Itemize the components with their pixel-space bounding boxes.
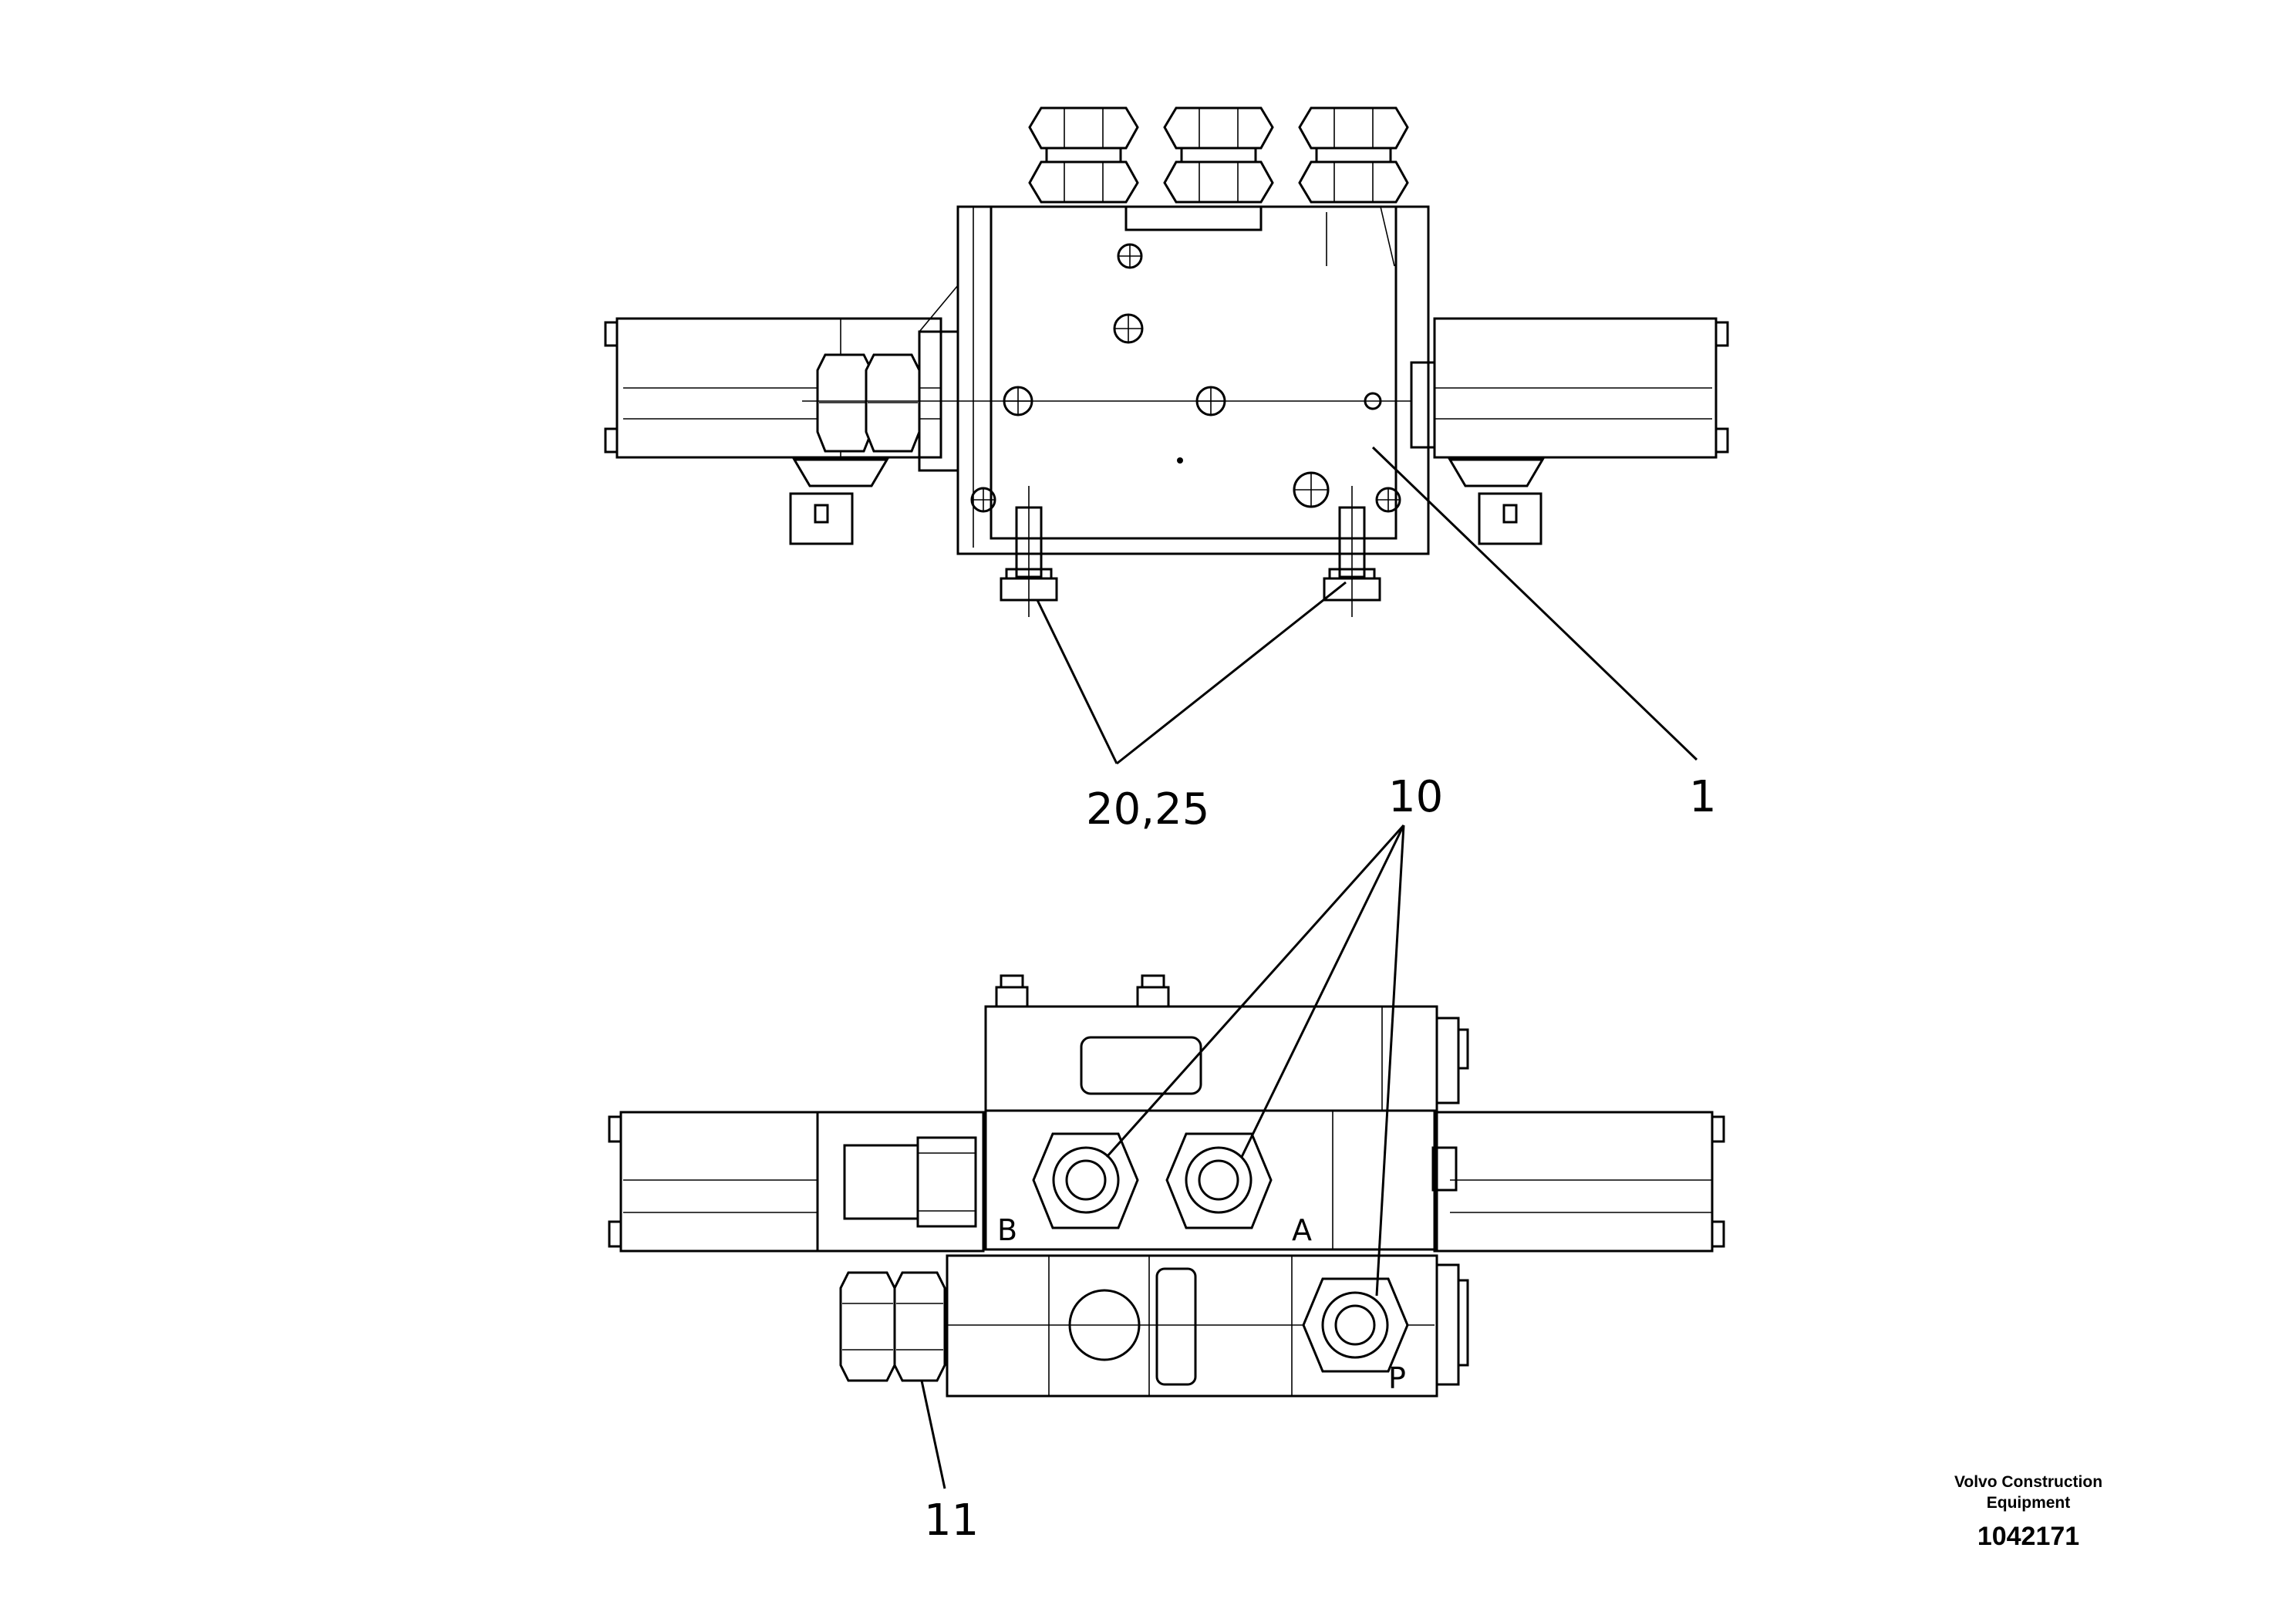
leader-1 — [1371, 446, 1698, 761]
leader-10-port-p — [1375, 824, 1405, 1297]
manufacturer-name-line2: Equipment — [1987, 1494, 2071, 1512]
callout-10: 10 — [1388, 772, 1443, 822]
front-lower-block — [937, 1254, 1469, 1398]
callout-11: 11 — [924, 1496, 979, 1546]
left-hex-fittings — [816, 330, 959, 472]
valve-front-view — [608, 824, 1725, 1489]
document-number: 1042171 — [1977, 1522, 2079, 1551]
port-label-b: B — [997, 1213, 1017, 1247]
front-left-hex-fittings — [839, 1271, 946, 1382]
manufacturer-name: Volvo Construction — [1954, 1473, 2102, 1491]
leader-20-25-left — [1036, 599, 1118, 764]
front-middle-block — [984, 1109, 1438, 1251]
callout-20-25: 20,25 — [1086, 784, 1209, 835]
right-solenoid — [1410, 317, 1729, 545]
title-block: Volvo Construction Equipment 1042171 — [1954, 1473, 2102, 1551]
port-label-p: P — [1388, 1361, 1406, 1395]
leader-10-port-a — [1240, 824, 1405, 1158]
port-label-a: A — [1292, 1213, 1312, 1247]
front-right-solenoid — [1431, 1111, 1725, 1253]
front-left-solenoid — [608, 1111, 985, 1253]
mounting-bolts — [1000, 486, 1381, 617]
leader-10-port-b — [1105, 824, 1405, 1158]
callout-1: 1 — [1689, 772, 1717, 822]
leader-20-25-right — [1116, 581, 1347, 765]
front-upper-block — [984, 974, 1469, 1112]
top-hex-nut-stacks — [1028, 106, 1409, 204]
left-solenoid — [604, 317, 942, 545]
valve-top-view — [604, 106, 1729, 765]
valve-body-top — [802, 205, 1430, 555]
leader-11 — [920, 1380, 946, 1489]
